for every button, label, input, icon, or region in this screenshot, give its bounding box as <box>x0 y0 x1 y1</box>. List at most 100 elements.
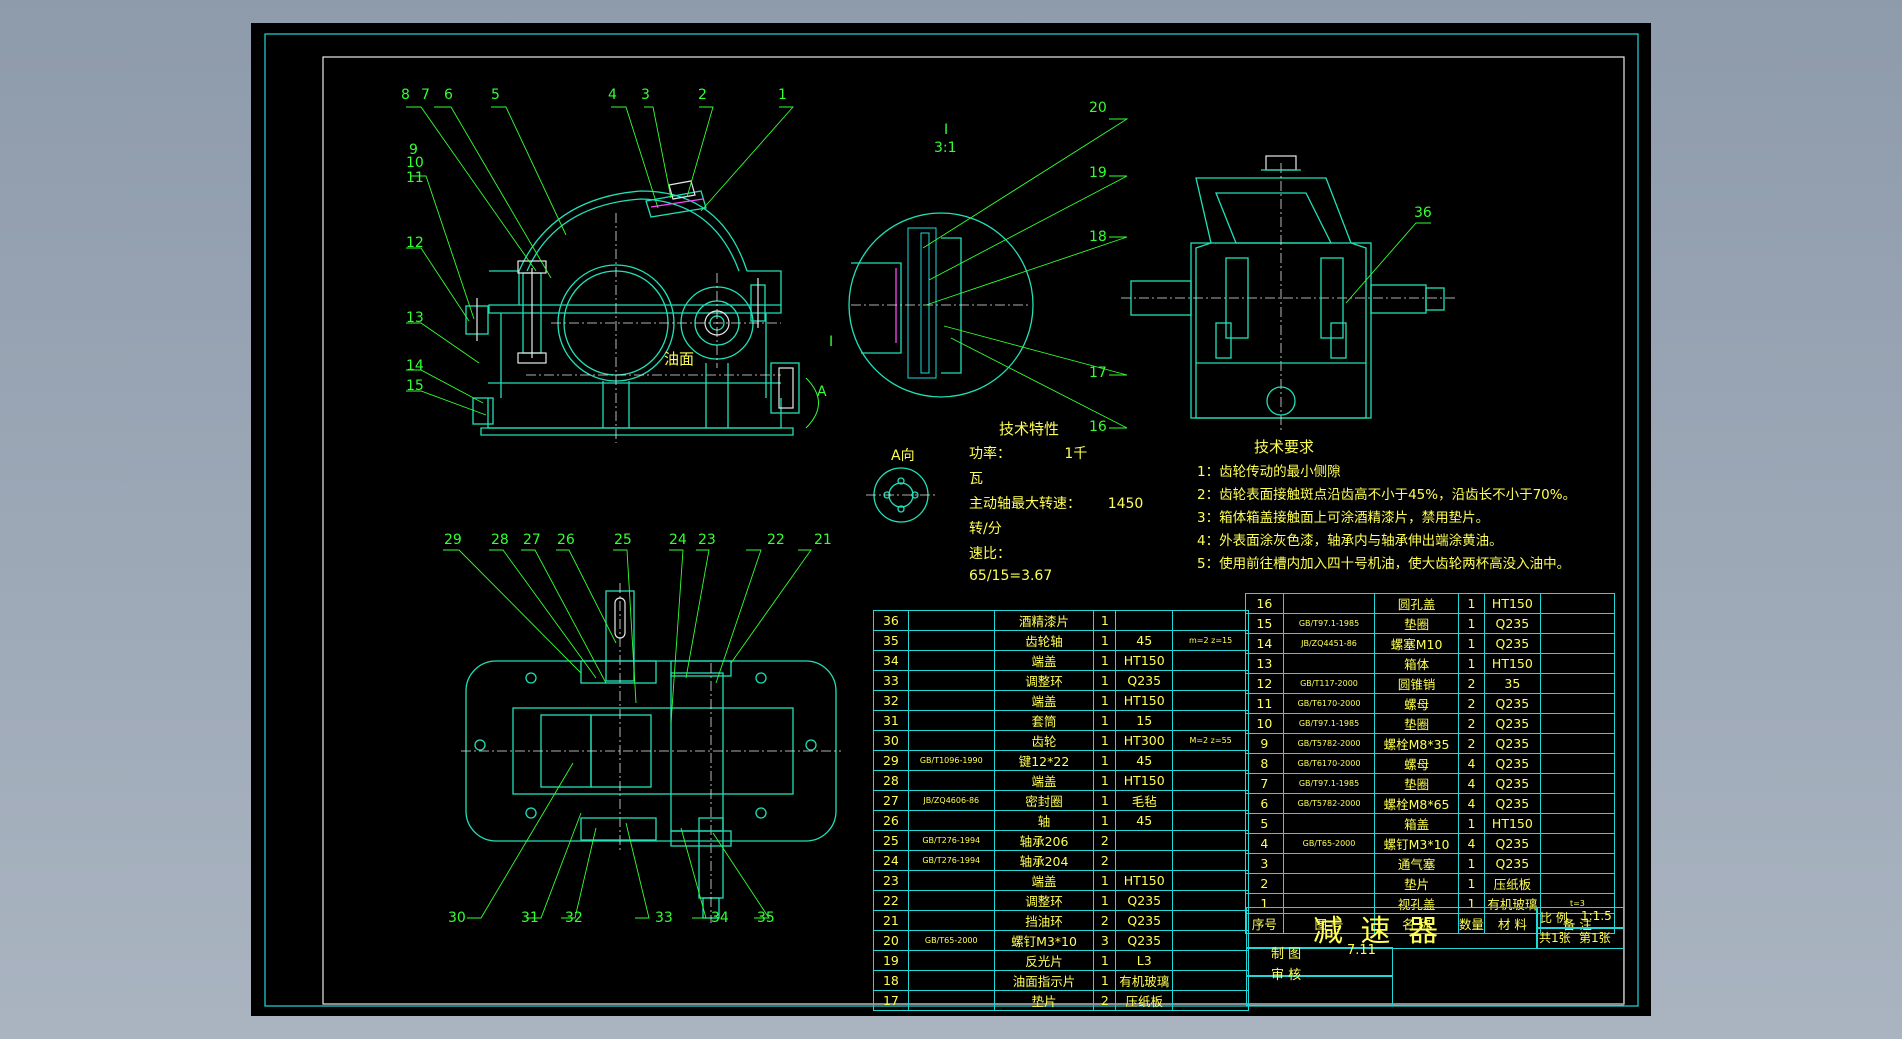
bom-cell-no: 21 <box>873 910 909 931</box>
bom-cell-name: 端盖 <box>993 770 1095 791</box>
bom-cell-name: 齿轮轴 <box>993 630 1095 651</box>
bom-cell-note <box>1172 650 1249 671</box>
bom-cell-no: 9 <box>1245 733 1284 754</box>
bom-cell-qty: 1 <box>1457 873 1485 894</box>
bom-cell-mat <box>1115 830 1174 851</box>
bom-cell-qty: 1 <box>1093 730 1117 751</box>
bom-cell-qty: 2 <box>1457 673 1485 694</box>
bom-cell-std: GB/T65-2000 <box>907 930 995 951</box>
bom-cell-note <box>1172 610 1249 631</box>
bom-cell-qty: 1 <box>1093 890 1117 911</box>
bom-header-name: 名 称 <box>1374 913 1459 934</box>
bom-cell-std: GB/T6170-2000 <box>1282 753 1376 774</box>
balloon: 18 <box>1089 229 1107 245</box>
tech-req-title: 技术要求 <box>1254 438 1315 456</box>
bom-cell-mat: HT150 <box>1115 690 1174 711</box>
tech-char-line: 功率： 1千 <box>969 446 1088 462</box>
balloon: 30 <box>448 910 466 926</box>
bom-cell-mat: Q235 <box>1483 693 1541 714</box>
bom-cell-mat: Q235 <box>1483 773 1541 794</box>
balloon: 10 <box>406 155 424 171</box>
bom-cell-mat: Q235 <box>1483 753 1541 774</box>
bom-cell-no: 23 <box>873 870 909 891</box>
balloon: 4 <box>608 87 617 103</box>
balloon: 29 <box>444 532 462 548</box>
bom-cell-name: 垫片 <box>993 990 1095 1011</box>
bom-cell-mat: 毛毡 <box>1115 790 1174 811</box>
balloon: 8 <box>401 87 410 103</box>
bom-cell-note <box>1172 950 1249 971</box>
bom-cell-name: 螺母 <box>1374 693 1459 714</box>
front-leaders <box>406 106 794 416</box>
balloon: 25 <box>614 532 632 548</box>
bom-cell-no: 22 <box>873 890 909 911</box>
bom-cell-qty: 1 <box>1093 710 1117 731</box>
bom-cell-name: 螺塞M10 <box>1374 633 1459 654</box>
bom-cell-std: GB/T97.1-1985 <box>1282 713 1376 734</box>
bom-cell-std <box>907 870 995 891</box>
bom-cell-note <box>1539 853 1616 874</box>
bom-cell-no: 17 <box>873 990 909 1011</box>
bom-cell-no: 24 <box>873 850 909 871</box>
bom-cell-mat: HT150 <box>1115 870 1174 891</box>
bom-cell-name: 螺栓M8*35 <box>1374 733 1459 754</box>
bom-cell-note <box>1172 830 1249 851</box>
bom-cell-note <box>1172 710 1249 731</box>
bom-cell-std <box>907 630 995 651</box>
balloon: 34 <box>711 910 729 926</box>
bom-cell-mat: Q235 <box>1115 910 1174 931</box>
balloon: 5 <box>491 87 500 103</box>
bom-cell-mat: HT150 <box>1483 593 1541 614</box>
tech-req-line: 4：外表面涂灰色漆，轴承内与轴承伸出端涂黄油。 <box>1197 533 1503 549</box>
bom-cell-mat: HT300 <box>1115 730 1174 751</box>
bom-cell-std <box>1282 653 1376 674</box>
sheet-count: 共1张 <box>1539 931 1571 945</box>
balloon: 19 <box>1089 165 1107 181</box>
bom-cell-qty: 1 <box>1093 670 1117 691</box>
bom-cell-no: 35 <box>873 630 909 651</box>
bom-cell-note <box>1539 733 1616 754</box>
made-by-label: 制 图 <box>1271 947 1302 962</box>
balloon: 32 <box>565 910 583 926</box>
bom-cell-name: 套筒 <box>993 710 1095 731</box>
bom-cell-std <box>907 770 995 791</box>
bom-cell-note <box>1539 833 1616 854</box>
bom-header-qty: 数量 <box>1457 913 1485 934</box>
bom-cell-note <box>1539 693 1616 714</box>
bom-cell-name: 垫圈 <box>1374 713 1459 734</box>
bom-cell-qty: 2 <box>1457 733 1485 754</box>
bom-cell-note: M=2 z=55 <box>1172 730 1249 751</box>
bom-cell-mat: Q235 <box>1483 613 1541 634</box>
top-leaders <box>443 549 812 919</box>
bom-cell-mat: HT150 <box>1483 653 1541 674</box>
bom-cell-qty: 2 <box>1457 713 1485 734</box>
balloon: 23 <box>698 532 716 548</box>
bom-cell-name: 圆锥销 <box>1374 673 1459 694</box>
bom-cell-note <box>1172 810 1249 831</box>
bom-cell-qty: 1 <box>1093 750 1117 771</box>
bom-cell-mat: Q235 <box>1483 713 1541 734</box>
review-cell <box>1246 975 1393 1006</box>
bom-cell-name: 通气塞 <box>1374 853 1459 874</box>
bom-cell-qty: 4 <box>1457 753 1485 774</box>
bom-cell-qty: 1 <box>1457 653 1485 674</box>
front-view <box>465 180 819 443</box>
bom-cell-qty: 1 <box>1093 610 1117 631</box>
bom-cell-name: 齿轮 <box>993 730 1095 751</box>
bom-cell-std <box>907 730 995 751</box>
bom-cell-qty: 1 <box>1093 630 1117 651</box>
bom-cell-std: JB/ZQ4451-86 <box>1282 633 1376 654</box>
bom-cell-no: 32 <box>873 690 909 711</box>
balloon: 20 <box>1089 100 1107 116</box>
